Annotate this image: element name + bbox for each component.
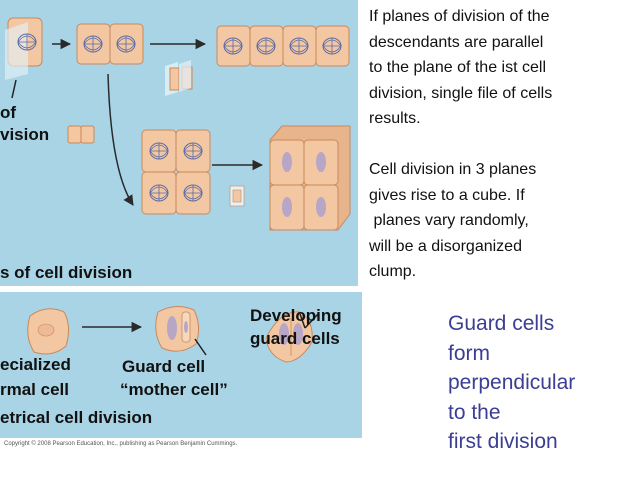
label-guard-cells: guard cells — [250, 329, 340, 348]
guard-note-line: Guard cells — [448, 312, 555, 335]
label-division-fragment: vision — [0, 125, 50, 144]
guard-note-line: to the — [448, 400, 501, 424]
note-line: clump. — [369, 263, 417, 280]
four-cell-block — [141, 129, 211, 215]
note-single-file: If planes of division of the descendants… — [369, 4, 552, 132]
top-panel-caption: s of cell division — [0, 263, 133, 282]
small-two-cell — [67, 125, 95, 144]
single-file-cells — [216, 25, 350, 67]
guard-cell-mother-cell — [155, 306, 200, 352]
note-line: to the plane of the ist cell — [369, 59, 546, 76]
initial-cell-plane — [5, 17, 43, 80]
pointer-line — [194, 338, 207, 356]
cube-of-cells — [269, 125, 351, 231]
specialized-epidermal-cell — [27, 308, 70, 355]
label-developing: Developing — [250, 306, 342, 325]
note-line: division, single file of cells — [369, 84, 553, 102]
label-guard-cell: Guard cell — [122, 357, 206, 376]
note-line: Cell division in 3 planes — [369, 161, 537, 178]
label-epidermal-cell: rmal cell — [0, 380, 69, 399]
guard-cells-note: Guard cells form perpendicular to the fi… — [448, 309, 575, 457]
pointer-line — [299, 313, 306, 329]
copyright-notice: Copyright © 2008 Pearson Education, Inc.… — [4, 441, 238, 447]
two-cell-file — [76, 23, 144, 65]
note-line: descendants are parallel — [369, 33, 544, 51]
guard-note-line: perpendicular — [448, 371, 576, 394]
pointer-line — [304, 313, 319, 329]
note-line: planes vary randomly, — [369, 212, 529, 229]
label-of: of — [0, 103, 17, 122]
note-line: will be a disorganized — [369, 237, 522, 255]
guard-note-line: first division — [448, 430, 558, 453]
curved-arrow — [107, 73, 134, 206]
label-mother-cell: “mother cell” — [120, 380, 228, 399]
note-line: If planes of division of the — [369, 8, 550, 25]
division-plane-box — [229, 185, 245, 207]
label-specialized: ecialized — [0, 355, 71, 374]
note-line: results. — [369, 110, 421, 127]
division-plane-small — [165, 60, 193, 96]
guard-note-line: form — [448, 341, 490, 365]
note-line: gives rise to a cube. If — [369, 186, 525, 204]
bottom-panel-caption: etrical cell division — [0, 408, 153, 427]
note-cube: Cell division in 3 planes gives rise to … — [369, 157, 536, 285]
developing-guard-cells — [265, 311, 313, 363]
pointer-line — [11, 79, 17, 99]
